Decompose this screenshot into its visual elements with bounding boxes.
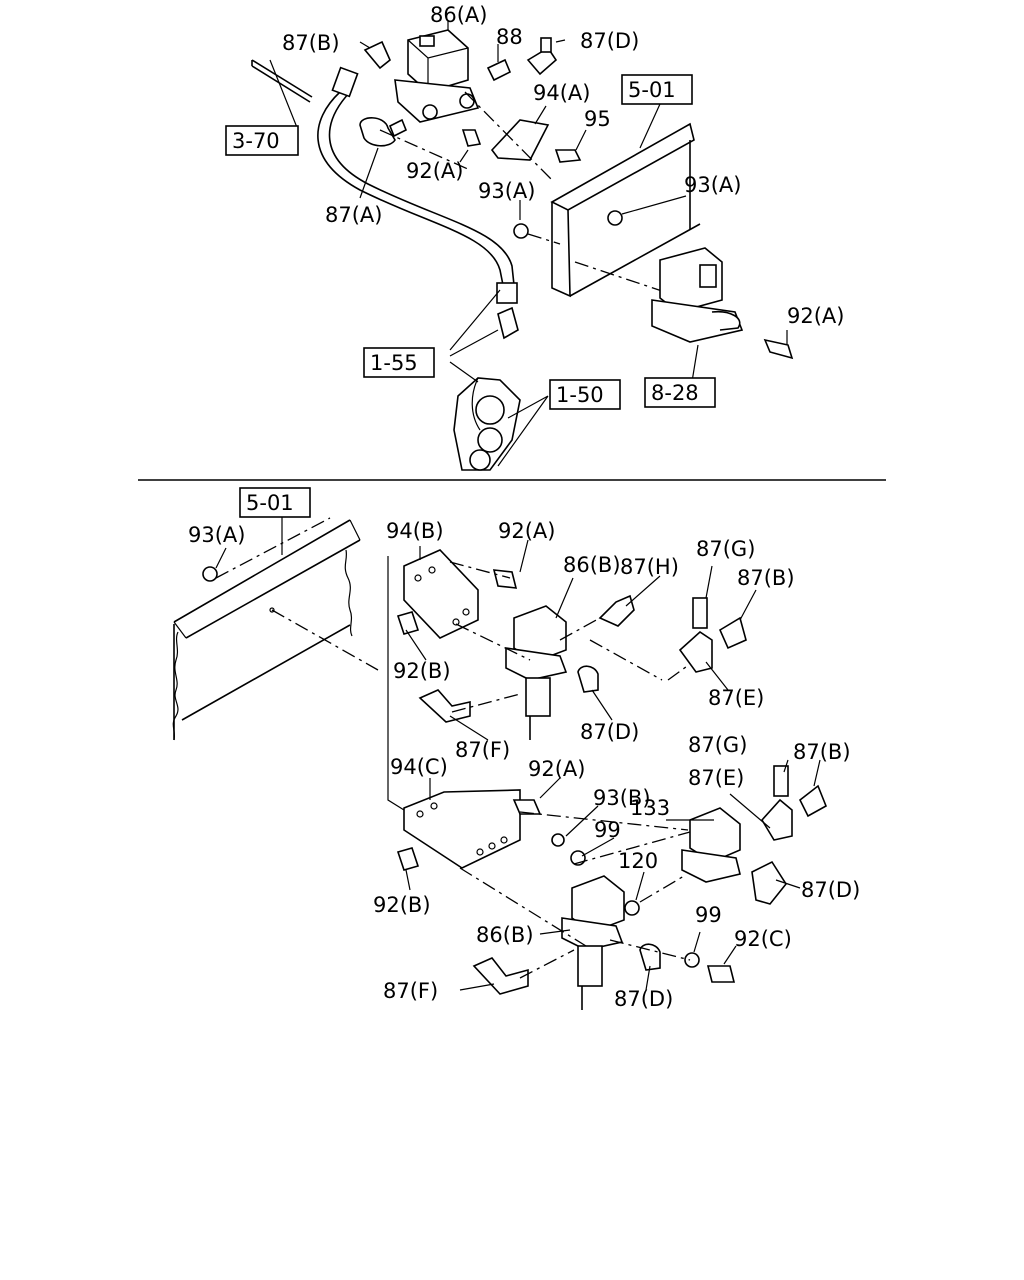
bolt-92a-mid bbox=[492, 569, 518, 589]
label-92b-upper: 92(B) bbox=[393, 659, 451, 683]
solenoid-valve-86b-upper bbox=[505, 605, 568, 740]
valve-8-28 bbox=[651, 247, 744, 343]
ref-3-70: 3-70 bbox=[232, 129, 280, 153]
ref-5-01-top: 5-01 bbox=[628, 78, 676, 102]
ref-8-28: 8-28 bbox=[651, 381, 699, 405]
elbow-87b-low bbox=[798, 784, 828, 818]
bolt-92a bbox=[461, 129, 482, 147]
elbow-87b bbox=[363, 40, 391, 70]
label-88: 88 bbox=[496, 25, 523, 49]
hose-end-fitting bbox=[331, 66, 359, 98]
bolt-95 bbox=[554, 149, 582, 163]
label-92a-mid: 92(A) bbox=[498, 519, 555, 543]
lower-assembly: 5-01 93(A) 94(B) 92(A) 86(B) 87(H) 87(G)… bbox=[172, 487, 860, 1011]
label-92a-top: 92(A) bbox=[406, 159, 463, 183]
bolt-92b-upper bbox=[396, 611, 420, 635]
label-87d-mid: 87(D) bbox=[580, 720, 639, 744]
ref-box-8-28 bbox=[644, 377, 716, 408]
nipple-1-55 bbox=[497, 306, 519, 340]
ref-1-50: 1-50 bbox=[556, 383, 604, 407]
elbow-87d-low bbox=[751, 860, 787, 905]
label-94b: 94(B) bbox=[386, 519, 444, 543]
label-94c: 94(C) bbox=[390, 755, 448, 779]
pump-1-50 bbox=[453, 377, 521, 471]
label-87g-upper: 87(G) bbox=[696, 537, 755, 561]
label-92a-low: 92(A) bbox=[528, 757, 585, 781]
solenoid-valve-86b-lower bbox=[561, 875, 625, 1010]
label-87b-mid: 87(B) bbox=[737, 566, 795, 590]
label-87f-upper: 87(F) bbox=[455, 738, 510, 762]
bracket-94a bbox=[490, 119, 550, 161]
solenoid-valve-86a bbox=[394, 29, 480, 123]
banjo-87a bbox=[359, 117, 396, 147]
label-87d-low: 87(D) bbox=[801, 878, 860, 902]
label-94a: 94(A) bbox=[533, 81, 590, 105]
ref-box-5-01-top bbox=[621, 74, 693, 105]
tee-87e-upper bbox=[678, 630, 713, 673]
label-93a-left: 93(A) bbox=[478, 179, 535, 203]
fitting-88 bbox=[486, 58, 512, 82]
bracket-94b bbox=[403, 549, 479, 639]
label-87d-bottom: 87(D) bbox=[614, 987, 673, 1011]
label-87h: 87(H) bbox=[620, 555, 679, 579]
label-133: 133 bbox=[630, 796, 670, 820]
nipple-87g-lower bbox=[773, 765, 789, 797]
label-95: 95 bbox=[584, 107, 611, 131]
label-87b-top: 87(B) bbox=[282, 31, 340, 55]
elbow-87f-upper bbox=[418, 689, 471, 723]
elbow-87d-stub bbox=[540, 37, 552, 53]
upper-assembly: 5-01 3-70 1-55 1-50 8-28 86(A) 87(B) 88 … bbox=[225, 3, 844, 471]
frame-rail-5-01 bbox=[550, 122, 701, 298]
solenoid-valve-133 bbox=[681, 807, 741, 883]
nut-93a bbox=[513, 223, 529, 239]
label-87b-low: 87(B) bbox=[793, 740, 851, 764]
elbow-87b-mid bbox=[718, 616, 747, 650]
label-86b-upper: 86(B) bbox=[563, 553, 621, 577]
bolt-92b-lower bbox=[396, 847, 420, 871]
nut-93b bbox=[551, 833, 565, 847]
nut-93a-2 bbox=[607, 210, 623, 226]
nipple-87g-upper bbox=[692, 597, 708, 629]
ref-box-1-55 bbox=[363, 347, 435, 378]
elbow-87f-lower bbox=[472, 957, 529, 995]
label-87d-top: 87(D) bbox=[580, 29, 639, 53]
label-120: 120 bbox=[618, 849, 658, 873]
label-86b-lower: 86(B) bbox=[476, 923, 534, 947]
bracket-94c bbox=[403, 789, 521, 869]
cap-87d-mid bbox=[577, 665, 599, 693]
label-87g-lower: 87(G) bbox=[688, 733, 747, 757]
label-93b: 93(B) bbox=[593, 786, 651, 810]
label-86a: 86(A) bbox=[430, 3, 487, 27]
ref-box-1-50 bbox=[549, 379, 621, 410]
label-92b-lower: 92(B) bbox=[373, 893, 431, 917]
oring-120 bbox=[624, 900, 640, 916]
hose-fitting bbox=[496, 282, 518, 304]
label-87f-lower: 87(F) bbox=[383, 979, 438, 1003]
bolt-92c bbox=[706, 965, 736, 983]
frame-rail-5-01-lower bbox=[172, 519, 361, 741]
label-87a: 87(A) bbox=[325, 203, 382, 227]
label-99-upper: 99 bbox=[594, 818, 621, 842]
nut-93a-lower bbox=[202, 566, 218, 582]
label-99-lower: 99 bbox=[695, 903, 722, 927]
tee-87e-lower bbox=[761, 798, 793, 841]
label-93a-right: 93(A) bbox=[684, 173, 741, 197]
label-87e-lower: 87(E) bbox=[688, 766, 744, 790]
label-92a-right: 92(A) bbox=[787, 304, 844, 328]
ref-box-5-01-bottom bbox=[239, 487, 311, 518]
bolt-92a-right bbox=[763, 338, 794, 360]
ref-5-01-bottom: 5-01 bbox=[246, 491, 294, 515]
ref-1-55: 1-55 bbox=[370, 351, 418, 375]
elbow-87h bbox=[598, 594, 635, 627]
label-87e-upper: 87(E) bbox=[708, 686, 764, 710]
label-93a-lower: 93(A) bbox=[188, 523, 245, 547]
ref-box-3-70 bbox=[225, 125, 299, 156]
label-92c: 92(C) bbox=[734, 927, 792, 951]
washer-99-2 bbox=[684, 952, 700, 968]
